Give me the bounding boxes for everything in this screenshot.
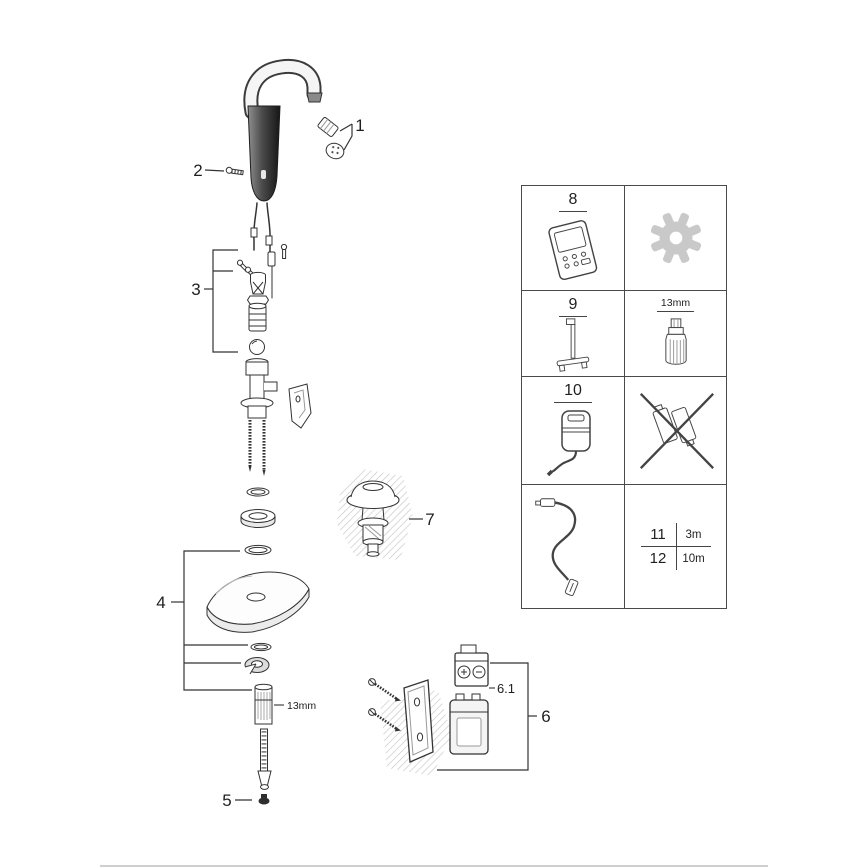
battery-holder bbox=[454, 644, 489, 687]
cell-gear bbox=[624, 186, 726, 290]
socket-wrench-icon bbox=[664, 318, 687, 365]
cable-length-options: 11 3m 12 10m bbox=[640, 523, 711, 570]
cell-no-batteries bbox=[624, 377, 726, 484]
cable-option-row: 12 10m bbox=[641, 547, 711, 570]
power-supply-icon bbox=[546, 410, 591, 477]
cell-part-9: 9 bbox=[522, 291, 624, 376]
part-10-label: 10 bbox=[554, 382, 592, 403]
part-1-aerator bbox=[317, 117, 353, 160]
cell-part-8: 8 bbox=[522, 186, 624, 290]
part-7-drain bbox=[337, 469, 423, 560]
footer-divider-line bbox=[100, 865, 768, 867]
cable-option-12-number: 12 bbox=[641, 547, 677, 570]
extension-cable-icon bbox=[535, 497, 579, 596]
faucet-body bbox=[243, 58, 323, 299]
cell-part-10: 10 bbox=[522, 377, 624, 484]
callout-4: 4 bbox=[156, 593, 165, 612]
callout-2: 2 bbox=[193, 161, 202, 180]
cell-cable-lengths: 11 3m 12 10m bbox=[624, 485, 726, 608]
spare-parts-table: 8 bbox=[521, 185, 727, 609]
callout-7: 7 bbox=[425, 510, 434, 529]
battery-pack bbox=[449, 693, 489, 755]
callout-1: 1 bbox=[355, 116, 364, 135]
gear-icon bbox=[650, 212, 701, 264]
remote-control-icon bbox=[548, 219, 598, 280]
part-5-plug bbox=[235, 794, 270, 805]
callout-5: 5 bbox=[222, 791, 231, 810]
socket-size-label: 13mm bbox=[656, 297, 695, 312]
mounting-tool-icon bbox=[556, 318, 590, 373]
callout-6-1: 6.1 bbox=[497, 681, 515, 696]
sensor-window bbox=[261, 170, 266, 179]
cable-option-11-length: 3m bbox=[685, 528, 702, 541]
cable-option-row: 11 3m bbox=[640, 523, 711, 547]
cell-part-9-socket: 13mm bbox=[624, 291, 726, 376]
callout-3: 3 bbox=[191, 280, 200, 299]
cable-option-11-number: 11 bbox=[641, 523, 677, 546]
callout-13mm: 13mm bbox=[287, 700, 316, 712]
cable-option-12-length: 10m bbox=[682, 552, 705, 565]
part-3-valve-assembly bbox=[204, 243, 312, 476]
callout-labels: 1 2 3 4 5 6 6.1 7 13mm bbox=[156, 116, 550, 810]
batteries-crossed-out-icon bbox=[639, 392, 714, 469]
part-2-screw bbox=[204, 166, 244, 176]
part-4-mounting-set bbox=[171, 487, 310, 790]
part-8-label: 8 bbox=[558, 191, 588, 212]
part-9-label: 9 bbox=[558, 296, 588, 317]
callout-6: 6 bbox=[541, 707, 550, 726]
cell-cable bbox=[522, 485, 624, 608]
part-6-power-kit bbox=[368, 644, 537, 776]
